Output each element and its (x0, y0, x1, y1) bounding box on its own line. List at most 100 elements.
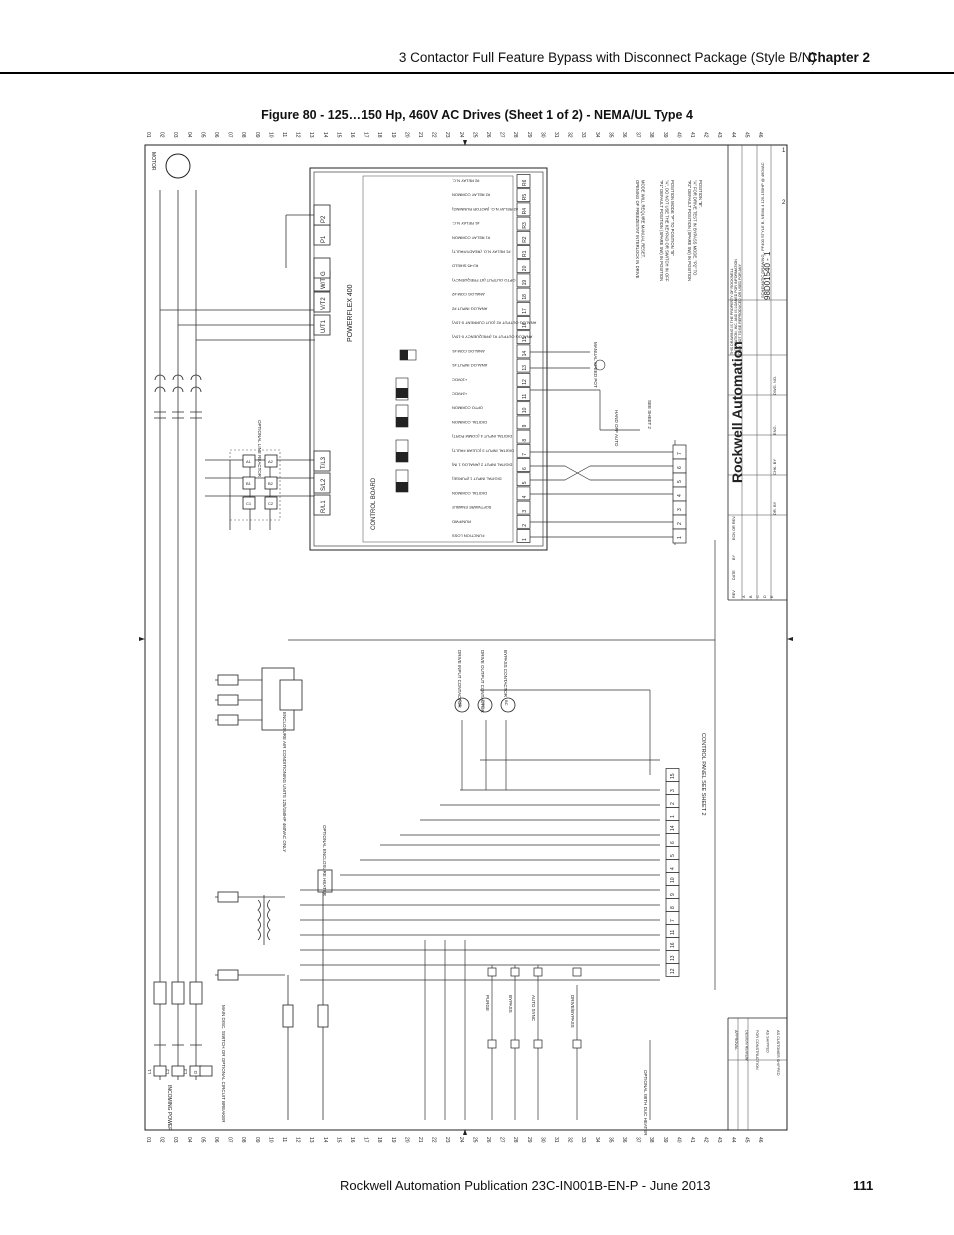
contactor-label: DRIVE INPUT CONTACTOR (457, 650, 462, 709)
zone-marker-bottom: 23 (444, 1137, 450, 1143)
conn2-terminal-label: 4 (677, 494, 683, 497)
control-function-label: +10VDC (452, 377, 467, 382)
control-terminal-label: 20 (522, 265, 528, 271)
control-function-label: DIGITAL INPUT 3 (CLEAR FAULT) (451, 448, 514, 453)
power-terminal (313, 472, 331, 494)
revision-header: BY (732, 554, 736, 560)
control-terminal (516, 287, 531, 302)
center-mark-top (463, 140, 467, 146)
control-terminal (516, 429, 531, 444)
zone-marker-bottom: 27 (499, 1137, 505, 1143)
control-function-label: +24VDC (452, 392, 467, 397)
zone-marker-top: 38 (648, 132, 654, 138)
control-wiring (300, 351, 716, 1120)
motor-label: MOTOR (150, 152, 156, 171)
control-terminal-label: R3 (522, 222, 528, 229)
zone-marker-bottom: 45 (743, 1137, 749, 1143)
control-terminal (516, 330, 531, 345)
zone-marker-bottom: 05 (199, 1137, 205, 1143)
drawing-note-line: "A" FOR DRIVE TEST IN BYPASS MODE. "P2" … (693, 180, 698, 276)
control-terminal (516, 344, 531, 359)
motor-symbol (165, 153, 191, 179)
control-transformer (257, 895, 271, 945)
control-terminal-label: 7 (522, 453, 528, 456)
see-sheet2-label: SEE SHEET 2 (647, 400, 652, 429)
control-terminal (516, 486, 531, 501)
control-function-label: OPTO OUTPUT (AT FREQUENCY) (451, 278, 515, 283)
fuses (153, 674, 329, 1028)
zone-marker-bottom: 04 (186, 1137, 192, 1143)
contactor-tag: DOC (481, 700, 486, 709)
zone-marker-top: 02 (159, 132, 165, 138)
control-terminal-label: R6 (522, 179, 528, 186)
control-terminal (516, 372, 531, 387)
zone-marker-bottom: 25 (471, 1137, 477, 1143)
control-terminal-label: 18 (522, 294, 528, 300)
power-terminal-label: U/T1 (321, 319, 327, 333)
power-terminal-label: P1 (321, 235, 327, 243)
zone-marker-top: 09 (254, 132, 260, 138)
contactor-label: BYPASS CONTACTOR (503, 650, 508, 698)
zone-marker-bottom: 26 (485, 1137, 491, 1143)
conn2-terminal (672, 500, 687, 516)
conn1-terminal-label: 2 (670, 802, 676, 805)
zone-marker-bottom: 21 (417, 1137, 423, 1143)
control-board-label: CONTROL BOARD (371, 477, 377, 530)
control-terminal (516, 443, 531, 458)
zone-marker-top: 40 (675, 132, 681, 138)
pushbutton-label: AUTO SYNC (531, 995, 536, 1022)
zone-marker-bottom: 32 (567, 1137, 573, 1143)
zone-marker-top: 26 (485, 132, 491, 138)
incoming-terminal-label: G (193, 1070, 198, 1074)
power-terminal-label: V/T2 (321, 297, 327, 310)
zone-marker-bottom: 06 (213, 1137, 219, 1143)
power-terminal (313, 204, 331, 226)
signature-header: ENG. (772, 425, 777, 435)
zone-marker-bottom: 37 (635, 1137, 641, 1143)
revision-header: ECN OR REV. (732, 516, 736, 540)
drawing-note-line: POSITION MODE "P" TO POSITION "B" (670, 180, 675, 256)
zone-marker-top: 24 (458, 132, 464, 138)
control-function-label: ANALOG OUTPUT #1 (FREQUENCY 0-10V) (451, 335, 532, 340)
zone-marker-bottom: 15 (335, 1137, 341, 1143)
zone-marker-bottom: 08 (240, 1137, 246, 1143)
zone-marker-bottom: 41 (689, 1137, 695, 1143)
conn2-terminal-label: 5 (677, 480, 683, 483)
zone-marker-bottom: 07 (227, 1137, 233, 1143)
pushbutton-label: BYPASS (508, 995, 513, 1013)
reactor-terminal-label: C1 (246, 501, 252, 506)
conn2-terminal-label: 2 (677, 522, 683, 525)
control-terminal (516, 401, 531, 416)
conn2-terminal (672, 528, 687, 544)
conn1-terminal-label: 6 (670, 841, 676, 844)
drawing-description: SCHEMATIC DRAWING - PF400 STYLE B, NEMA … (760, 162, 765, 298)
conn1-terminal-label: 13 (670, 955, 676, 961)
zone-marker-bottom: 01 (145, 1137, 151, 1143)
control-function-label: ANALOG OUTPUT #2 (OUT CURRENT 0-10V) (451, 321, 536, 326)
zone-marker-bottom: 35 (607, 1137, 613, 1143)
incoming-terminal-label: L2 (165, 1068, 170, 1074)
zone-marker-top: 28 (512, 132, 518, 138)
zone-marker-top: 12 (295, 132, 301, 138)
control-function-label: DIGITAL INPUT 1 (PURGE) (451, 477, 501, 482)
zone-marker-bottom: 02 (159, 1137, 165, 1143)
control-function-label: ANALOG COM #2 (451, 292, 484, 297)
zone-marker-top: 36 (621, 132, 627, 138)
control-terminal-label: 11 (522, 394, 528, 399)
zone-marker-top: 37 (635, 132, 641, 138)
pushbutton-terminal (487, 1039, 497, 1049)
drawing-notes: OPENING OF FREEZESTAT INTERLOCK IN DRIVE… (635, 180, 703, 282)
zone-marker-top: 15 (335, 132, 341, 138)
control-function-label: #2 RELAY N.C. (452, 179, 479, 184)
zone-marker-bottom: 34 (594, 1137, 600, 1143)
zone-marker-top: 23 (444, 132, 450, 138)
air-conditioner-label: ENCLOSURE AIR CONDITIONING UNITS 125/150… (282, 712, 287, 852)
control-terminal (516, 230, 531, 245)
zone-marker-top: 03 (172, 132, 178, 138)
power-wiring (159, 190, 715, 1120)
revision-letter: C (756, 595, 760, 598)
contactor-coil (454, 697, 470, 713)
